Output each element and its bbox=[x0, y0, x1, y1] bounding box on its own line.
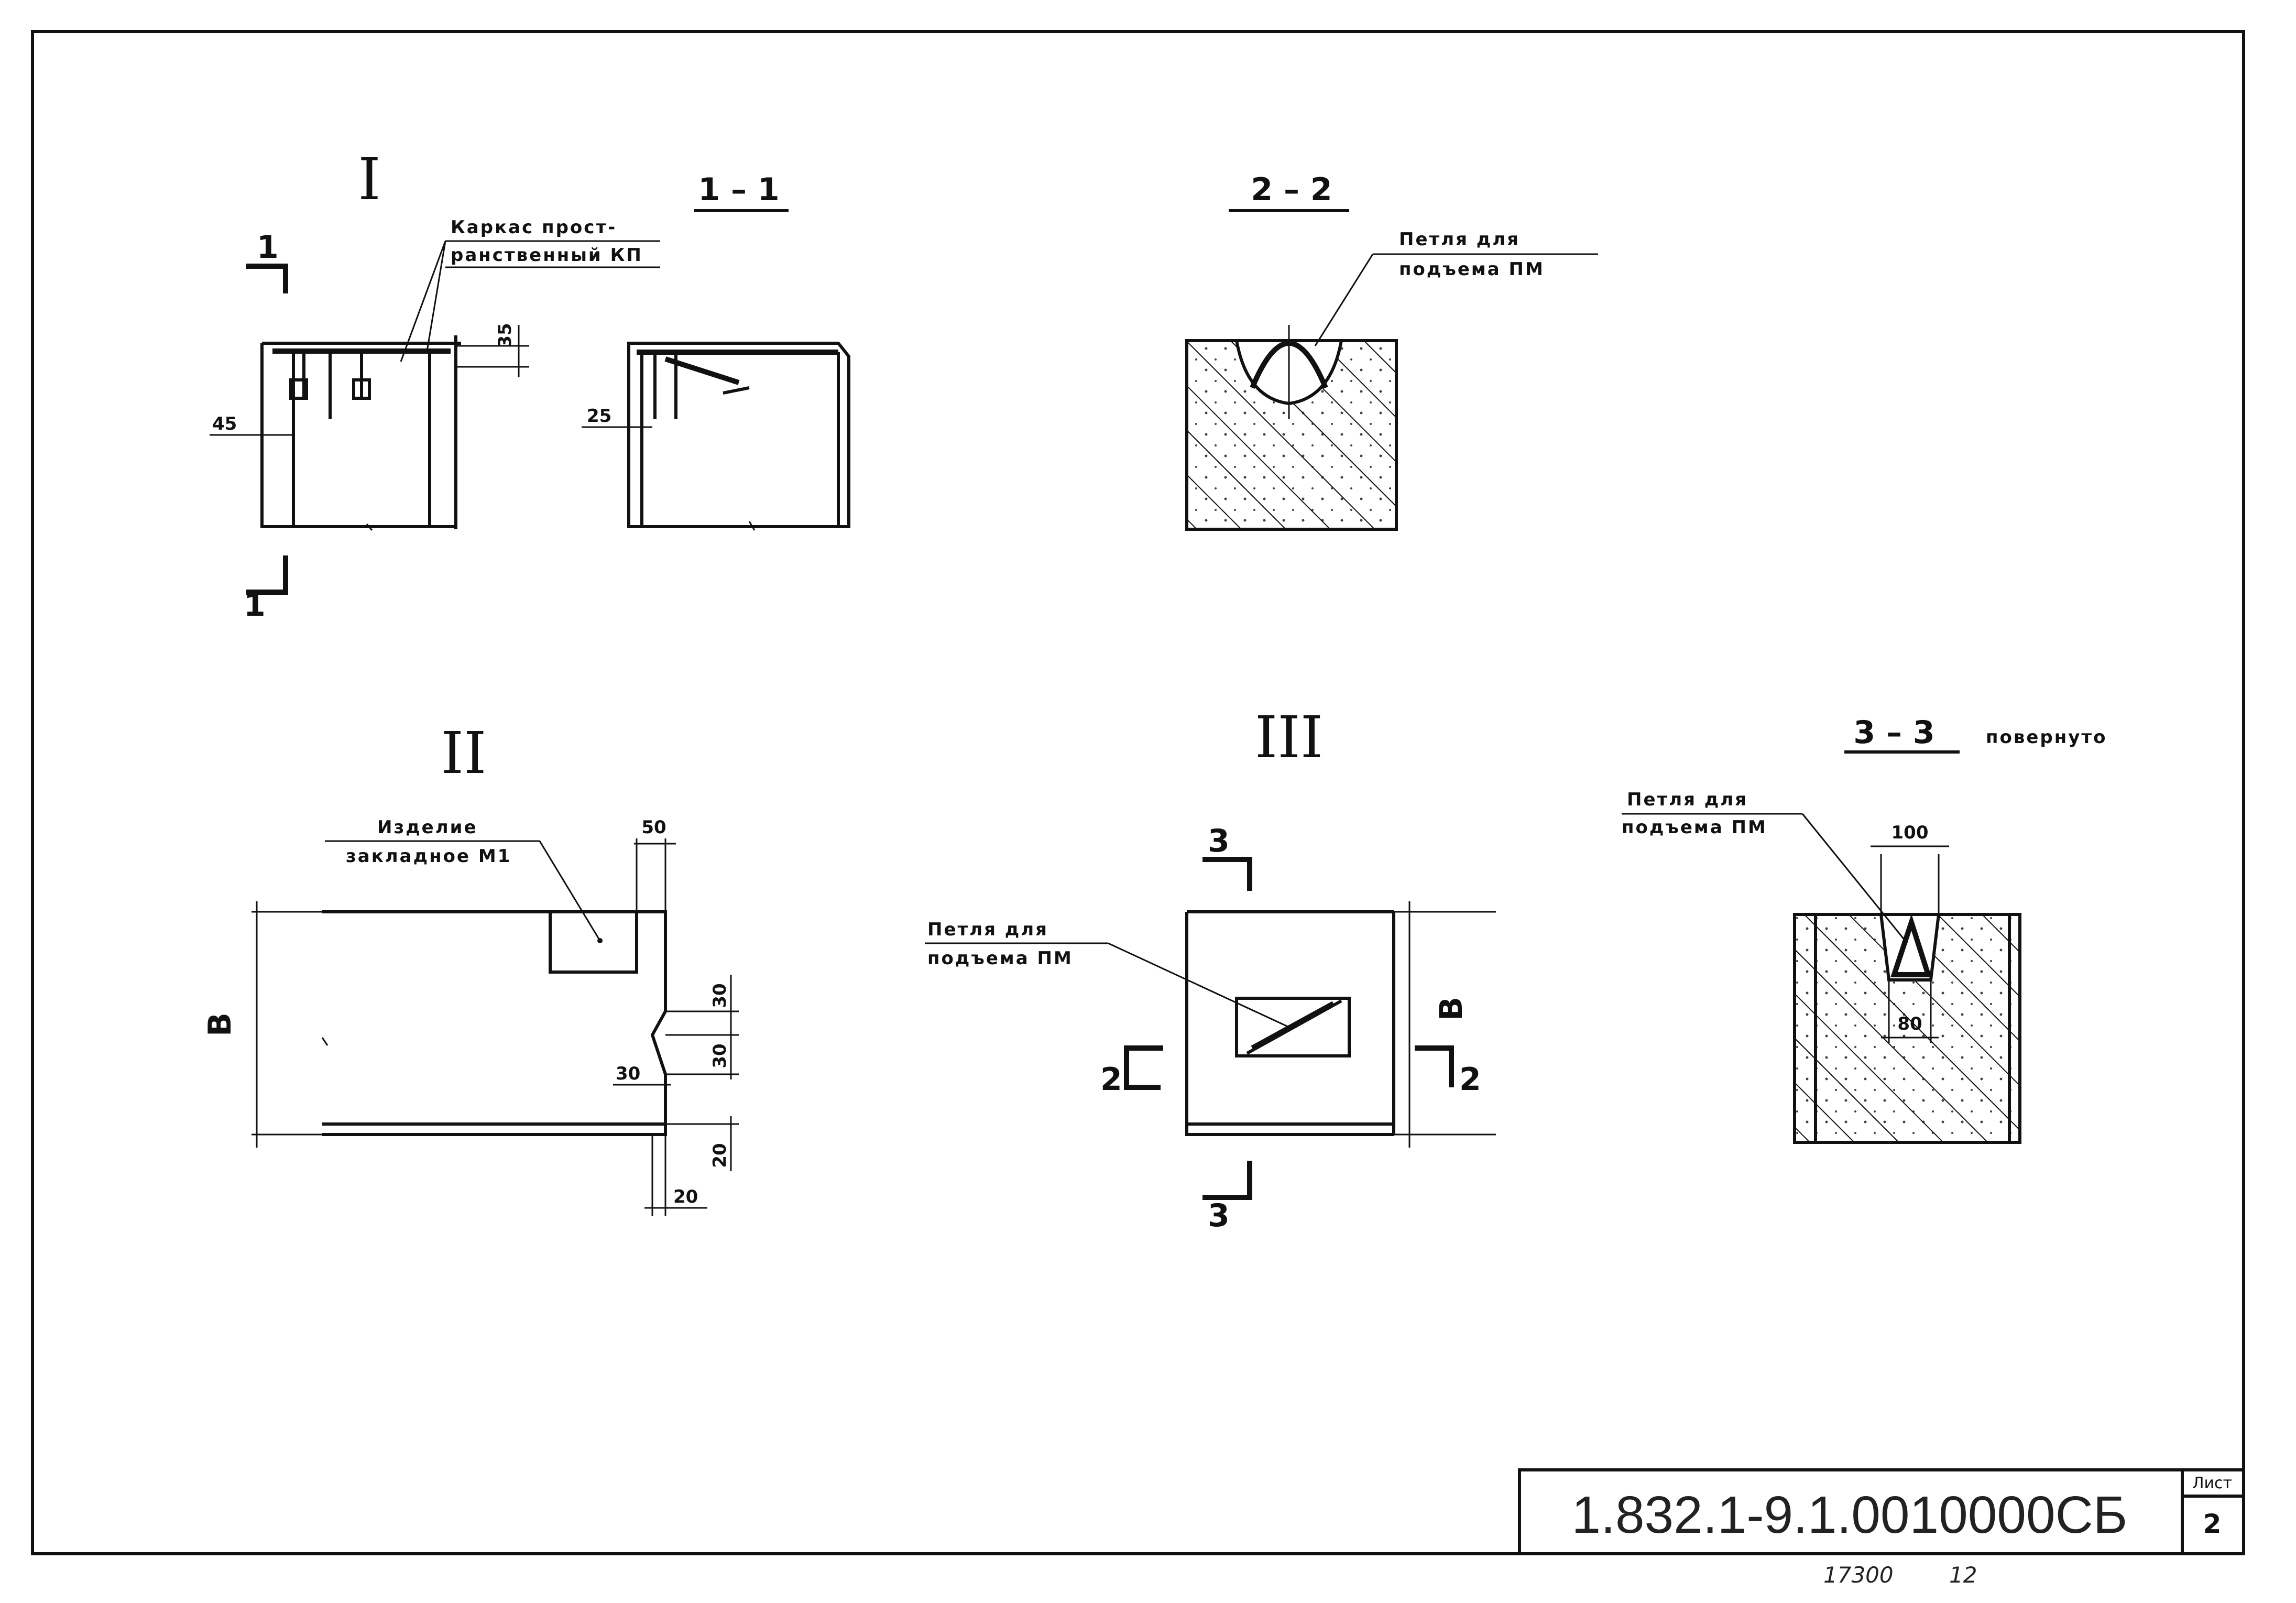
embedded-leader-line bbox=[539, 841, 601, 941]
drawing-code: 1.832.1-9.1.0010000СБ bbox=[1572, 1486, 2128, 1544]
cage-callout-line1: Каркас прост- bbox=[451, 217, 617, 238]
dim-45: 45 bbox=[212, 413, 237, 434]
cage-leader-line bbox=[400, 241, 446, 362]
dim-50: 50 bbox=[641, 817, 666, 838]
section-1-1-outline bbox=[627, 342, 850, 528]
view-3: III Петля для подъема ПМ 3 3 2 2 B bbox=[925, 704, 1496, 1234]
reinforcement-cage bbox=[272, 348, 451, 531]
callout-2-2-line2: подъема ПМ bbox=[1399, 259, 1545, 280]
view-2-roman-label: II bbox=[441, 719, 487, 787]
section-3-3-note: повернуто bbox=[1986, 727, 2107, 748]
section-1-1-title: 1 – 1 bbox=[698, 171, 779, 208]
loop-leader-line bbox=[1314, 254, 1374, 346]
section-2-2: 2 – 2 Петля для подъема ПМ bbox=[1185, 171, 1598, 531]
callout-2-2-line1: Петля для bbox=[1399, 229, 1520, 250]
callout-3-line1: Петля для bbox=[927, 919, 1048, 940]
cut-3-top-label: 3 bbox=[1208, 823, 1230, 859]
dim-30-b: 30 bbox=[709, 1043, 730, 1068]
view-3-roman-label: III bbox=[1255, 704, 1323, 771]
cut-2-right-label: 2 bbox=[1459, 1061, 1481, 1098]
loop-plan-leader bbox=[1108, 942, 1289, 1028]
cut-2-left-marker bbox=[1124, 1045, 1163, 1090]
sheet-number: 2 bbox=[2203, 1509, 2222, 1539]
dim-100: 100 bbox=[1892, 822, 1929, 843]
footer-stamp-page: 12 bbox=[1949, 1562, 1977, 1588]
dim-20-b: 20 bbox=[673, 1186, 698, 1207]
dim-20-a: 20 bbox=[709, 1143, 730, 1168]
sheet-label: Лист bbox=[2192, 1474, 2232, 1492]
section-3-3: 3 – 3 повернуто Петля для подъема ПМ 100… bbox=[1622, 714, 2107, 1144]
title-block: 1.832.1-9.1.0010000СБ Лист 2 bbox=[1518, 1468, 2245, 1555]
sheet-frame bbox=[31, 30, 2245, 1555]
dim-30-c: 30 bbox=[616, 1063, 640, 1084]
embedded-item-line2: закладное М1 bbox=[346, 846, 511, 867]
callout-3-line2: подъема ПМ bbox=[927, 948, 1073, 969]
callout-3-3-line2: подъема ПМ bbox=[1622, 817, 1767, 838]
view-2: II Изделие закладное М1 B 50 30 30 30 20 bbox=[202, 719, 739, 1216]
loop-3-3-leader bbox=[1801, 813, 1908, 944]
callout-3-3-line1: Петля для bbox=[1627, 789, 1748, 810]
loop-pocket-plan bbox=[1235, 997, 1351, 1057]
cut-3-bottom-label: 3 bbox=[1208, 1197, 1230, 1234]
embedded-item-line1: Изделие bbox=[377, 817, 478, 838]
footer-stamp-number: 17300 bbox=[1823, 1562, 1894, 1588]
section-cut-marker-bottom bbox=[246, 555, 288, 595]
section-cut-marker-top bbox=[246, 264, 288, 293]
view-1: I 1 1 Каркас прост- ранственный КП bbox=[210, 146, 660, 624]
b-label-view3: B bbox=[1433, 997, 1470, 1021]
title-block-frame bbox=[1518, 1468, 2245, 1555]
cut-marker-top-label: 1 bbox=[257, 229, 279, 266]
cut-3-bottom-marker bbox=[1202, 1161, 1252, 1200]
view-2-outline bbox=[322, 910, 667, 1136]
b-label-view2: B bbox=[202, 1012, 238, 1037]
cut-2-left-label: 2 bbox=[1100, 1061, 1122, 1098]
cut-2-right-marker bbox=[1415, 1045, 1454, 1087]
cage-callout-line2: ранственный КП bbox=[451, 245, 643, 266]
dim-25: 25 bbox=[587, 406, 611, 427]
view-3-outline bbox=[1185, 910, 1395, 1136]
dim-80: 80 bbox=[1897, 1013, 1922, 1034]
embedded-plate bbox=[549, 910, 638, 974]
section-3-3-title: 3 – 3 bbox=[1853, 714, 1934, 751]
dim-35: 35 bbox=[495, 323, 516, 347]
section-2-2-title: 2 – 2 bbox=[1251, 171, 1332, 208]
cut-3-top-marker bbox=[1202, 857, 1252, 891]
lifting-loop-3-3 bbox=[1890, 913, 1932, 977]
dim-30-a: 30 bbox=[709, 983, 730, 1008]
section-1-1: 1 – 1 25 bbox=[582, 171, 850, 531]
view-1-roman-label: I bbox=[358, 146, 380, 213]
cut-marker-bottom-label: 1 bbox=[244, 587, 266, 624]
